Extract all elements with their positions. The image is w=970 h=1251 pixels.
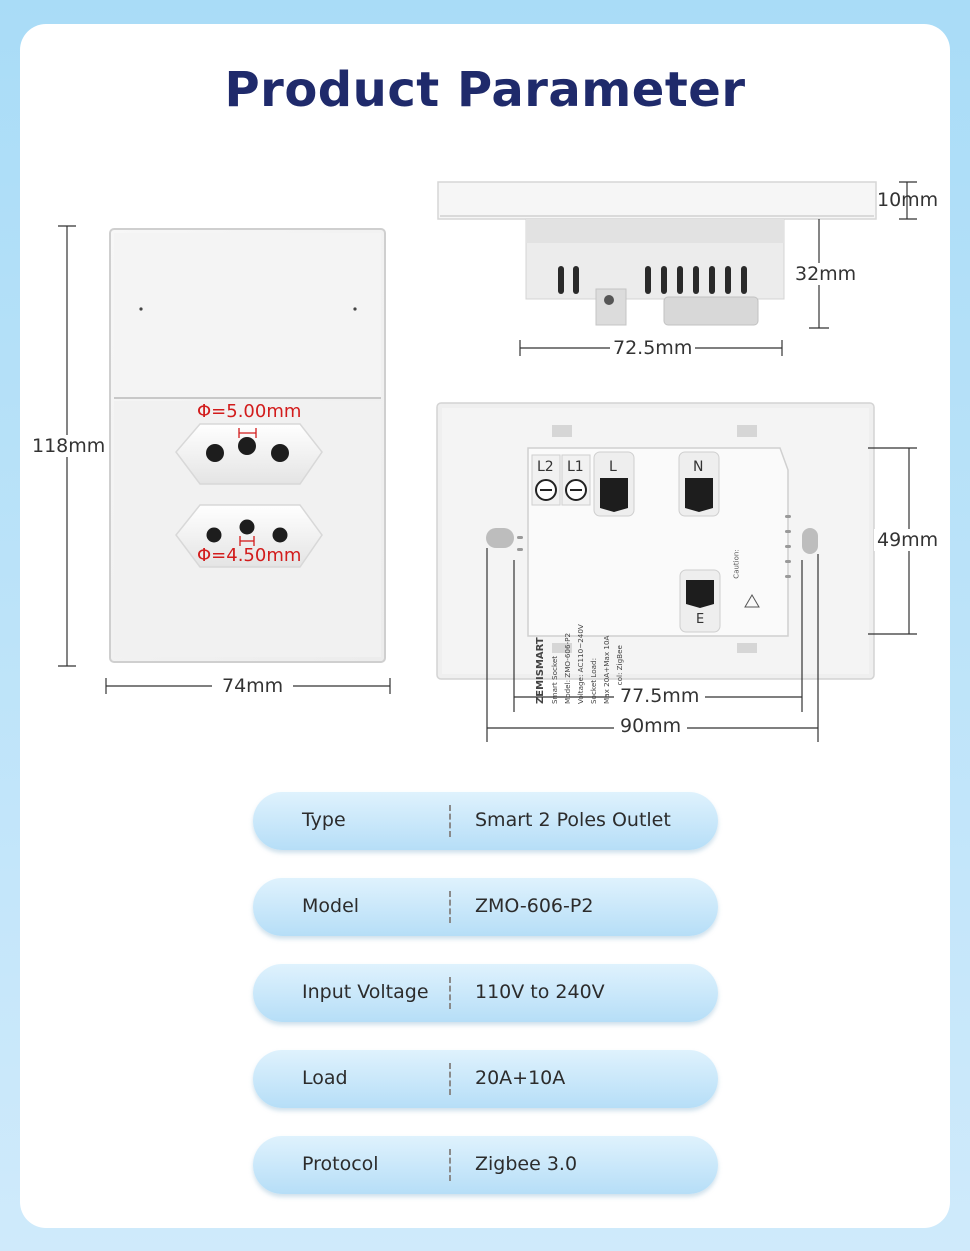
spec-value: 110V to 240V <box>475 981 605 1003</box>
back-terminal-l: L <box>609 459 617 475</box>
back-line6: Protocol: ZigBee <box>615 645 624 704</box>
back-view <box>436 402 875 680</box>
spec-value: Zigbee 3.0 <box>475 1153 578 1175</box>
back-line3: Voltage: AC110~240V <box>576 624 585 704</box>
dim-back-inner-width: 77.5mm <box>614 685 706 707</box>
back-brand: ZEMISMART <box>535 637 546 704</box>
dim-body-depth: 32mm <box>792 263 860 285</box>
back-terminal-e: E <box>696 612 705 627</box>
spec-row-type: Type Smart 2 Poles Outlet <box>253 792 718 850</box>
spec-value: ZMO-606-P2 <box>475 895 594 917</box>
spec-row-model: Model ZMO-606-P2 <box>253 878 718 936</box>
spec-label: Model <box>302 895 360 917</box>
spec-separator <box>449 805 451 837</box>
back-line2: Model: ZMO-606-P2 <box>563 632 572 704</box>
back-line4: Socket Load: <box>589 657 598 704</box>
dim-back-height: 49mm <box>874 529 942 551</box>
front-view <box>109 228 386 663</box>
back-line5: Max 20A+Max 10A <box>602 635 611 704</box>
spec-value: 20A+10A <box>475 1067 566 1089</box>
spec-value: Smart 2 Poles Outlet <box>475 809 671 831</box>
spec-separator <box>449 977 451 1009</box>
back-terminal-l1: L1 <box>567 459 584 475</box>
spec-separator <box>449 891 451 923</box>
dim-back-outer-width: 90mm <box>614 715 688 737</box>
spec-row-protocol: Protocol Zigbee 3.0 <box>253 1136 718 1194</box>
spec-label: Load <box>302 1067 348 1089</box>
dim-hole-small: Φ=4.50mm <box>197 545 302 566</box>
back-terminal-n: N <box>693 459 704 475</box>
spec-label: Input Voltage <box>302 981 429 1003</box>
spec-row-input-voltage: Input Voltage 110V to 240V <box>253 964 718 1022</box>
dim-height-front: 118mm <box>29 435 109 457</box>
back-line1: Smart Socket <box>550 655 559 704</box>
spec-label: Type <box>302 809 346 831</box>
spec-separator <box>449 1149 451 1181</box>
dim-width-front: 74mm <box>212 675 294 697</box>
back-dimension-lines <box>486 447 917 742</box>
dim-body-width-side: 72.5mm <box>610 337 696 359</box>
side-view <box>437 181 877 326</box>
spec-label: Protocol <box>302 1153 379 1175</box>
spec-row-load: Load 20A+10A <box>253 1050 718 1108</box>
back-caution: Caution: <box>732 549 741 579</box>
dim-plate-thickness: 10mm <box>877 189 939 211</box>
back-label-block: ZEMISMART Smart Socket Model: ZMO-606-P2… <box>528 520 638 704</box>
dim-hole-large: Φ=5.00mm <box>197 401 302 422</box>
spec-separator <box>449 1063 451 1095</box>
page-title: Product Parameter <box>224 62 746 118</box>
back-terminal-l2: L2 <box>537 459 554 475</box>
